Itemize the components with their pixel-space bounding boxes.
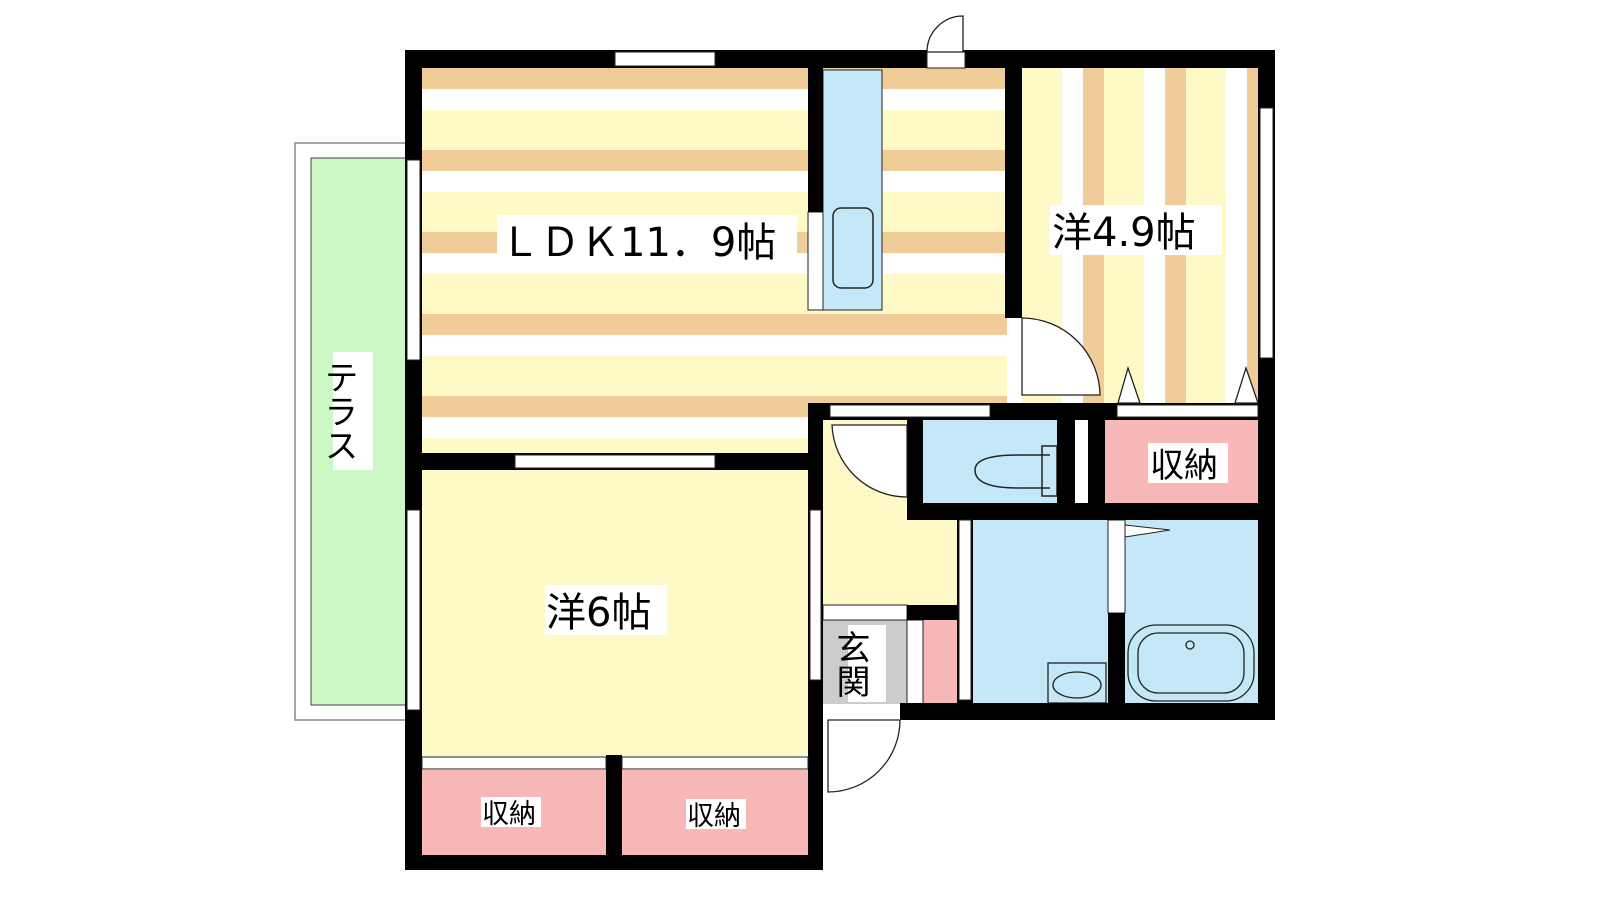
room-label-storage-bottom-left: 収納 xyxy=(482,799,536,830)
bathroom xyxy=(1125,520,1258,704)
shoe-storage xyxy=(923,620,957,704)
washroom xyxy=(973,520,1108,704)
room-label-storage-right: 収納 xyxy=(1150,446,1218,486)
room-label-ldk: ＬＤＫ11．9帖 xyxy=(500,220,776,266)
room-label-terrace: テラス xyxy=(318,360,358,462)
sink-icon xyxy=(832,207,874,289)
room-label-western-right: 洋4.9帖 xyxy=(1052,210,1196,256)
room-label-western-main: 洋6帖 xyxy=(546,590,651,636)
toilet-room xyxy=(923,420,1057,503)
door-swings xyxy=(827,15,1259,793)
windows xyxy=(406,51,1274,770)
bathtub-icon xyxy=(1127,624,1255,702)
room-label-storage-bottom-right: 収納 xyxy=(687,801,741,832)
room-label-entrance: 玄関 xyxy=(830,630,870,698)
terrace xyxy=(294,142,408,721)
